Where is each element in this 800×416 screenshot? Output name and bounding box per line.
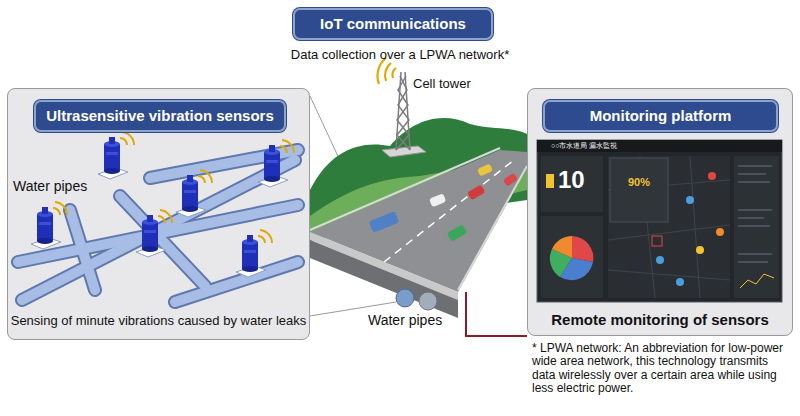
water-pipe-network-part [18,150,298,302]
monitor-screen-part-part [656,256,664,264]
monitor-screen-part [537,140,782,302]
water-pipe-network [18,150,298,302]
panel-caption: Sensing of minute vibrations caused by w… [10,313,307,329]
vibration-sensor-part [176,170,212,217]
header-text: Ultrasensitive vibration sensors [36,107,284,125]
monitor-screen-part-part [572,236,593,262]
monitor-screen-part [610,158,668,222]
vibration-sensor-part [31,202,67,249]
cell-tower-part [396,72,410,150]
cars-part [467,185,485,201]
section-header: IoT communications [293,8,493,40]
monitor-screen-part-part [608,270,730,280]
monitor-screen-part-part [716,228,724,236]
vibration-sensor-part [236,230,272,277]
road-part [458,166,527,290]
monitor-screen-part-part [738,166,772,167]
screen-number: 10 [558,166,585,195]
cell-tower [378,58,426,157]
monitor-screen-part-part [738,254,772,255]
monitor-screen-part-part [608,225,730,240]
road-pipes-part [419,292,437,310]
screen-title: ○○市水道局 漏水監視 [551,142,617,150]
vibration-sensor-part [258,140,294,187]
monitor-screen-part-part [738,210,772,211]
road [310,148,527,318]
monitor-screen-part-part [738,226,770,227]
monitor-screen-part-part [738,218,764,219]
cell-tower-part-part [385,63,391,81]
sensor-panel: Sensing of minute vibrations caused by w… [7,88,310,340]
monitor-screen-part-part [738,182,770,183]
header-text: IoT communications [295,15,491,33]
subtitle-label: Data collection over a LPWA network* [245,47,555,63]
part-label: Water pipes [368,312,442,329]
road-part [310,148,500,230]
screen-number: 90% [628,176,650,189]
panel-caption: Remote monitoring of sensors [530,311,790,329]
monitor-screen-part-part [708,172,716,180]
cell-tower-part-part [393,68,396,78]
vibration-sensor-part [136,210,172,257]
monitor-screen-part [537,140,782,152]
monitor-screen-part [608,156,730,298]
monitor-screen-part-part [686,196,694,204]
cars-part [447,224,468,242]
road-pipes-part [396,289,414,307]
monitor-screen-part-part [552,236,572,258]
monitor-screen-part [541,216,603,298]
monitor-screen-part [734,156,779,298]
part-label: Water pipes [13,178,87,195]
bracket-line-part [466,292,527,336]
monitor-screen-part [652,172,724,286]
monitor-screen-part [546,174,554,188]
monitor-screen-part [738,166,772,262]
water-pipe-network-part [18,150,298,302]
panel-ground-part [7,88,310,340]
part-label: Cell tower [413,76,471,92]
monitor-screen-part [608,156,730,298]
panel-ground [7,88,793,340]
cell-tower-part [382,146,426,157]
cars-part [369,211,399,233]
cell-tower-part-part [396,76,409,150]
water-pipe-network-part-part [70,210,95,290]
monitor-screen-part [740,274,774,288]
monitor-screen-part-part [676,278,684,286]
header-text: Monitoring platform [545,107,776,125]
cars-part [503,173,518,187]
cars [369,163,518,241]
cell-tower-part-part [397,76,410,150]
monitor-screen-part [541,156,603,212]
road-pipes [396,289,437,310]
monitor-screen-part-part [696,246,704,254]
monitor-screen [537,140,782,302]
vibration-sensor [31,132,294,277]
bracket-line [466,292,527,336]
monitor-screen-part [550,236,594,280]
vibration-sensor-part [98,132,134,179]
cars-part [477,163,493,176]
monitor-screen-part-part [652,236,662,246]
road-part [310,240,458,318]
section-header: Monitoring platform [543,100,778,132]
platform-panel: Remote monitoring of sensors Monitoring p… [527,88,793,336]
panel-ground-part [527,88,793,336]
section-header: Ultrasensitive vibration sensors [34,100,286,132]
cars-part [429,193,446,207]
road-part [384,160,514,262]
footnote: * LPWA network: An abbreviation for low-… [532,342,794,396]
monitor-screen-part-part [738,174,766,175]
monitor-screen-part-part [738,262,768,263]
